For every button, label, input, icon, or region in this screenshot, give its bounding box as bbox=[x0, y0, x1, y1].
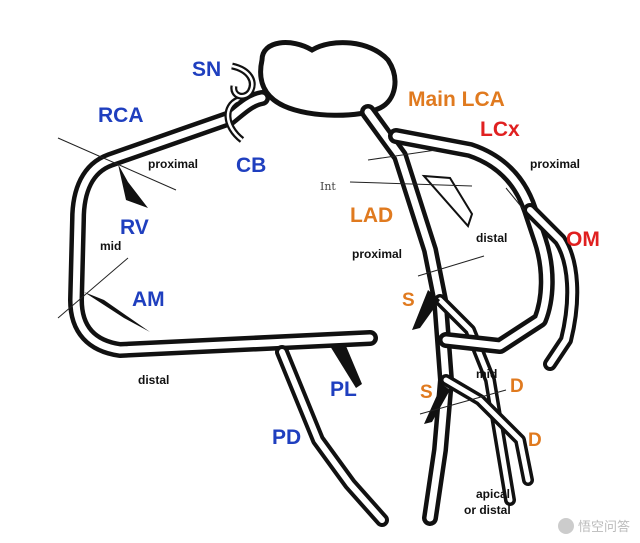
rca-mid-label: mid bbox=[100, 239, 121, 253]
pd-label: PD bbox=[272, 426, 301, 449]
pl-branch bbox=[330, 346, 362, 388]
lad-label: LAD bbox=[350, 204, 393, 227]
lcx-proximal-label: proximal bbox=[530, 157, 580, 171]
left-circumflex-artery bbox=[388, 128, 580, 371]
septal-label-1: S bbox=[402, 290, 415, 311]
rca-label: RCA bbox=[98, 104, 144, 127]
lcx-distal-label: distal bbox=[476, 231, 507, 245]
aortic-root bbox=[258, 40, 398, 118]
left-anterior-descending-artery bbox=[360, 104, 534, 526]
posterior-descending-artery bbox=[275, 345, 389, 527]
speech-bubble-icon bbox=[557, 517, 574, 534]
sinus-node-branch bbox=[224, 62, 256, 143]
rv-branch bbox=[118, 164, 148, 208]
om-label: OM bbox=[566, 228, 600, 251]
lcx-label: LCx bbox=[480, 118, 520, 141]
watermark-text: 悟空问答 bbox=[577, 520, 630, 535]
intermediate-branch bbox=[421, 174, 474, 228]
segment-divider-lines bbox=[57, 137, 525, 415]
lad-proximal-label: proximal bbox=[352, 247, 402, 261]
rca-proximal-label: proximal bbox=[148, 157, 198, 171]
septal-label-2: S bbox=[420, 382, 433, 403]
lad-mid-label: mid bbox=[476, 367, 497, 381]
diagonal-label-1: D bbox=[510, 376, 524, 397]
pl-label: PL bbox=[330, 378, 357, 401]
int-label: Int bbox=[320, 180, 336, 193]
right-coronary-artery bbox=[68, 90, 378, 358]
diagonal-label-2: D bbox=[528, 430, 542, 451]
sn-label: SN bbox=[192, 58, 221, 81]
am-label: AM bbox=[132, 288, 165, 311]
rca-distal-label: distal bbox=[138, 373, 169, 387]
main-lca-label: Main LCA bbox=[408, 88, 505, 111]
apical-label: apical bbox=[476, 487, 510, 501]
cb-label: CB bbox=[236, 154, 266, 177]
am-branch bbox=[84, 292, 150, 332]
rv-label: RV bbox=[120, 216, 149, 239]
or-distal-label: or distal bbox=[464, 503, 511, 517]
watermark: 悟空问答 bbox=[557, 516, 630, 535]
